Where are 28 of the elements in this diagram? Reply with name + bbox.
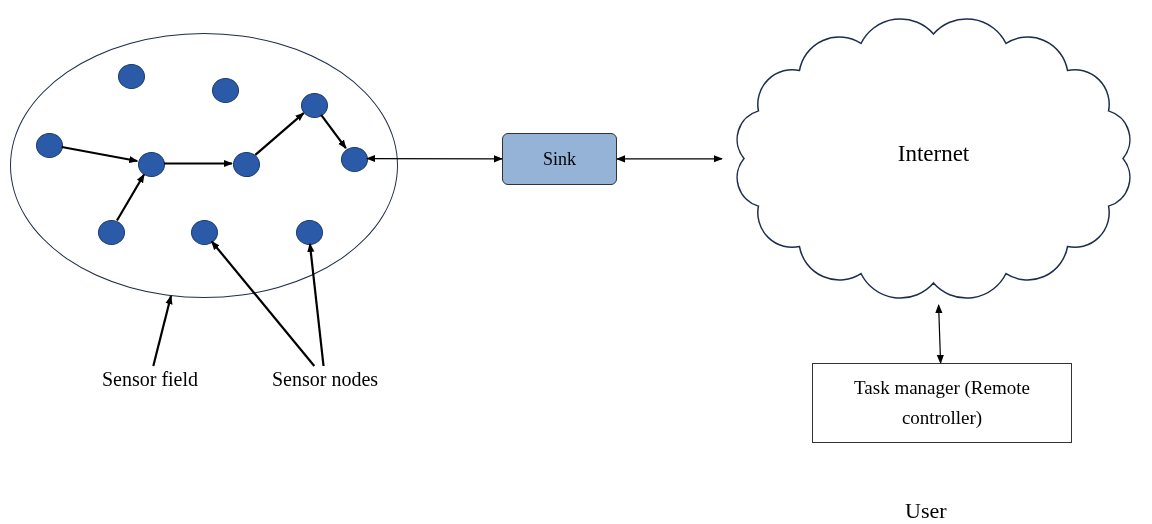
sensor-node-dot — [98, 220, 125, 245]
sensor-field-ellipse — [10, 33, 398, 298]
arrow — [320, 114, 347, 149]
sensor-node-dot — [233, 152, 260, 177]
leader-line — [210, 240, 316, 367]
sensor-node-dot — [296, 220, 323, 245]
sink-box: Sink — [502, 133, 617, 185]
caption-text: Sensor nodes — [248, 366, 402, 392]
arrow — [935, 304, 944, 364]
arrow — [164, 159, 233, 168]
leader-line — [307, 243, 325, 367]
caption-text: Sensor field — [80, 366, 220, 392]
arrow — [116, 173, 145, 222]
sensor-node-dot — [138, 152, 165, 177]
sensor-node-dot — [118, 64, 145, 89]
sensor-node-dot — [341, 147, 368, 172]
arrow — [366, 154, 503, 163]
user-label: User — [905, 497, 947, 524]
process-box: Task manager (Remote controller) — [812, 363, 1072, 443]
arrow — [616, 155, 723, 163]
cloud-label: Internet — [897, 140, 970, 169]
arrow — [254, 112, 305, 156]
sensor-node-dot — [36, 133, 63, 158]
arrow — [61, 145, 139, 164]
sensor-node-dot — [212, 78, 239, 103]
leader-line — [152, 295, 173, 367]
sensor-node-dot — [191, 220, 218, 245]
sensor-node-dot — [301, 93, 328, 118]
